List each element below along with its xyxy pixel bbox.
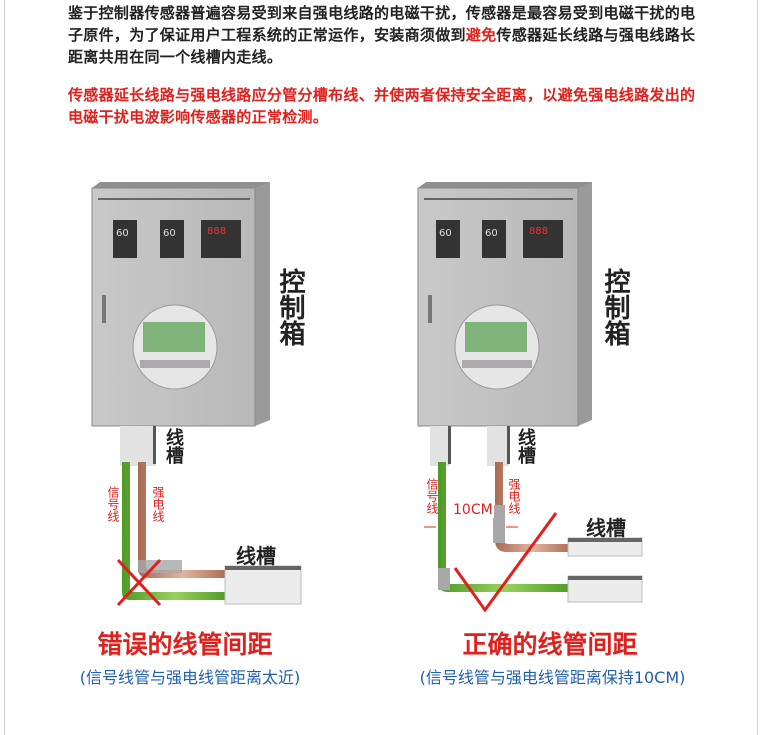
intro-text: 鉴于控制器传感器普遍容易受到来自强电线路的电磁干扰，传感器是最容易受到电磁干扰的…: [68, 4, 696, 44]
intro-paragraph: 鉴于控制器传感器普遍容易受到来自强电线路的电磁干扰，传感器是最容易受到电磁干扰的…: [68, 2, 708, 68]
svg-text:888: 888: [529, 226, 548, 237]
control-cabinet-left: 60 60 888: [91, 182, 270, 427]
wrong-subtitle: (信号线管与强电线管距离太近): [79, 668, 301, 687]
control-box-label: 控制箱: [275, 268, 305, 346]
distance-label: 10CM: [452, 502, 494, 518]
wrong-title: 错误的线管间距: [97, 630, 273, 659]
trough-label: 线槽: [163, 428, 184, 464]
left-border: [4, 0, 5, 735]
control-box-label: 控制箱: [600, 268, 630, 346]
trough-label: 线槽: [586, 516, 626, 540]
trough-label: 线槽: [515, 428, 536, 464]
intro-text-end: 传感器延长线路与强电线路长距离共用在同一个线槽内走线。: [68, 26, 696, 66]
svg-text:60: 60: [439, 228, 452, 239]
power-line-label: 强电线: [151, 486, 165, 522]
signal-line-label: 信号线: [106, 486, 120, 522]
right-border: [757, 0, 758, 735]
right-subtitle: (信号线管与强电线管距离保持10CM): [419, 668, 686, 687]
right-title: 正确的线管间距: [462, 630, 638, 659]
signal-line-label: 信号线: [425, 478, 439, 514]
controller-display: 60: [116, 228, 129, 239]
power-line-label: 强电线: [507, 478, 521, 514]
check-icon: [453, 512, 558, 613]
controller-display: 60: [163, 228, 176, 239]
controller-display: 888: [207, 226, 226, 237]
warning-paragraph: 传感器延长线路与强电线路应分管分槽布线、并使两者保持安全距离，以避免强电线路发出…: [68, 86, 696, 126]
intro-highlight: 避免: [465, 26, 497, 44]
control-cabinet-right: 60 60 888: [417, 182, 592, 427]
wrong-x-icon: [116, 558, 162, 607]
trough-label: 线槽: [236, 544, 276, 568]
svg-text:60: 60: [485, 228, 498, 239]
